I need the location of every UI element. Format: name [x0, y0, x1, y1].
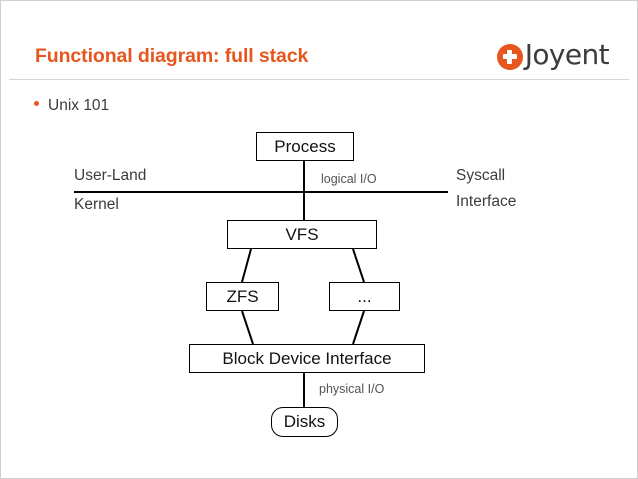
- node-vfs: VFS: [227, 220, 377, 249]
- node-disks: Disks: [271, 407, 338, 437]
- list-item: Unix 101: [34, 97, 109, 115]
- label-user-land: User-Land: [74, 167, 147, 184]
- page-title: Functional diagram: full stack: [35, 45, 309, 67]
- node-zfs: ZFS: [206, 282, 279, 311]
- annotation-logical-io: logical I/O: [319, 172, 379, 186]
- header-divider: [9, 79, 629, 80]
- plus-circle-icon: [496, 43, 523, 70]
- label-syscall: Syscall: [456, 167, 506, 184]
- bullet-dot-icon: [34, 101, 39, 106]
- brand-name: Joyent: [524, 38, 610, 71]
- userland-kernel-divider: [74, 191, 448, 193]
- label-interface: Interface: [456, 193, 517, 210]
- list-item-label: Unix 101: [48, 97, 110, 114]
- node-ellipsis: ...: [329, 282, 400, 311]
- label-kernel: Kernel: [74, 196, 119, 213]
- joyent-logo: Joyent: [496, 38, 610, 72]
- annotation-physical-io: physical I/O: [317, 382, 387, 396]
- node-process: Process: [256, 132, 354, 161]
- node-block-device-interface: Block Device Interface: [189, 344, 425, 373]
- edge-bdi-disks: [303, 373, 305, 408]
